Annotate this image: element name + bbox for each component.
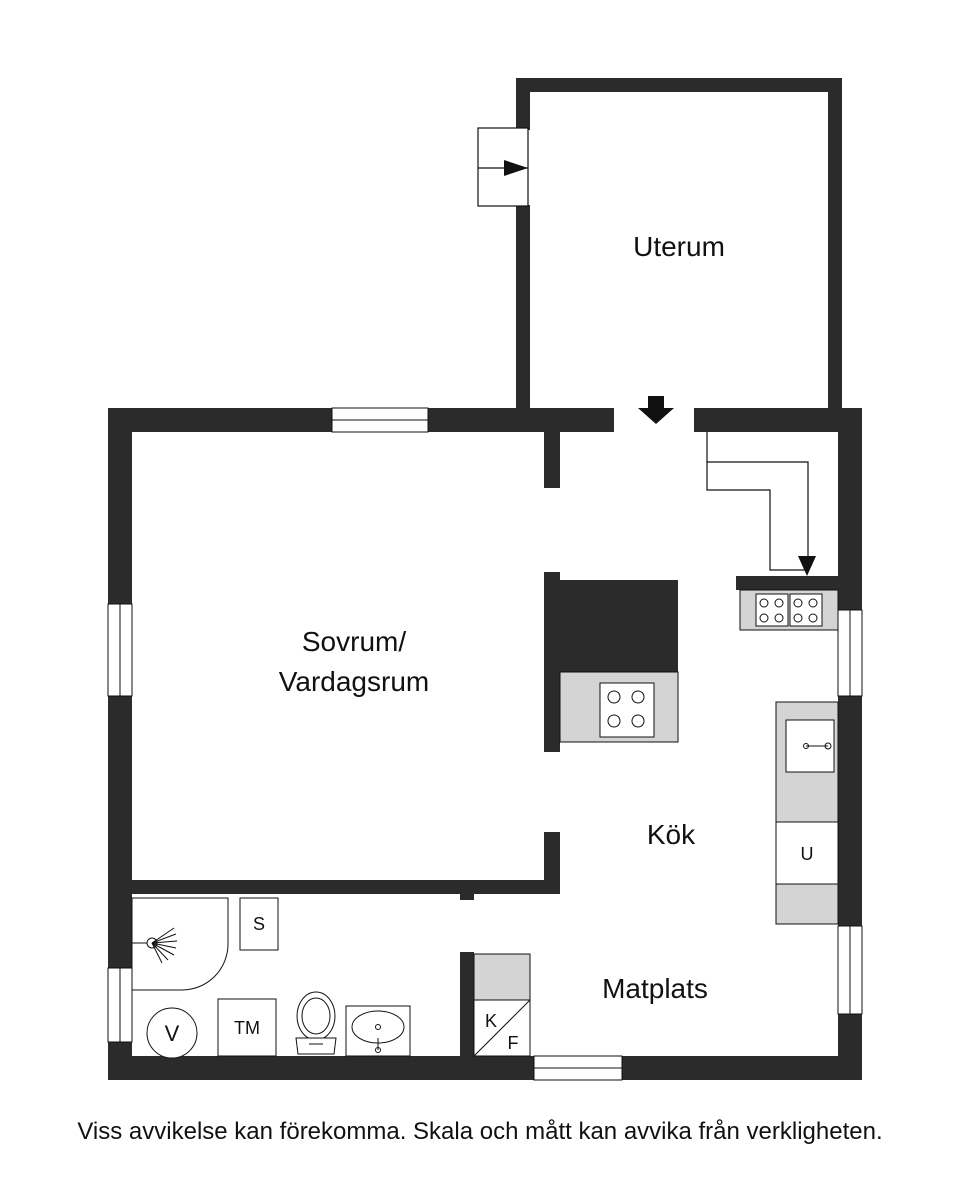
bathroom-sink [345, 1005, 411, 1057]
entrance-arrow-icon [638, 396, 674, 424]
toilet [295, 991, 337, 1055]
stair-arrow [706, 432, 809, 571]
uterum-side-door[interactable] [477, 127, 529, 207]
oven [775, 821, 839, 885]
kitchen-hob [739, 589, 839, 631]
boiler-label: V [165, 1021, 180, 1046]
shower-cabinet: S [239, 897, 279, 951]
washing-machine: TM [217, 998, 277, 1057]
room-label-uterum: Uterum [633, 231, 725, 262]
kitchen-counter: U [775, 701, 839, 925]
room-label-matplats: Matplats [602, 973, 708, 1004]
windows [107, 407, 863, 1081]
washing-machine-label: TM [234, 1018, 260, 1038]
stair-arrow-head-icon [798, 556, 816, 576]
floor-plan: U K F S V TM [107, 78, 863, 1081]
freezer-label: F [508, 1033, 519, 1053]
fridge-freezer: K F [473, 953, 531, 1057]
fridge-label: K [485, 1011, 497, 1031]
shower [131, 897, 229, 991]
boiler: V [146, 1007, 198, 1059]
room-label-kok: Kök [647, 819, 696, 850]
disclaimer-text: Viss avvikelse kan förekomma. Skala och … [77, 1118, 883, 1145]
room-label-sovrum-line1: Sovrum/ [302, 626, 406, 657]
stove [559, 671, 679, 743]
shower-cabinet-label: S [253, 914, 265, 934]
room-label-sovrum-line2: Vardagsrum [279, 666, 429, 697]
interior-walls [132, 432, 838, 1056]
uterum-walls [516, 78, 842, 410]
oven-label: U [801, 844, 814, 864]
chimney-block [560, 580, 678, 672]
